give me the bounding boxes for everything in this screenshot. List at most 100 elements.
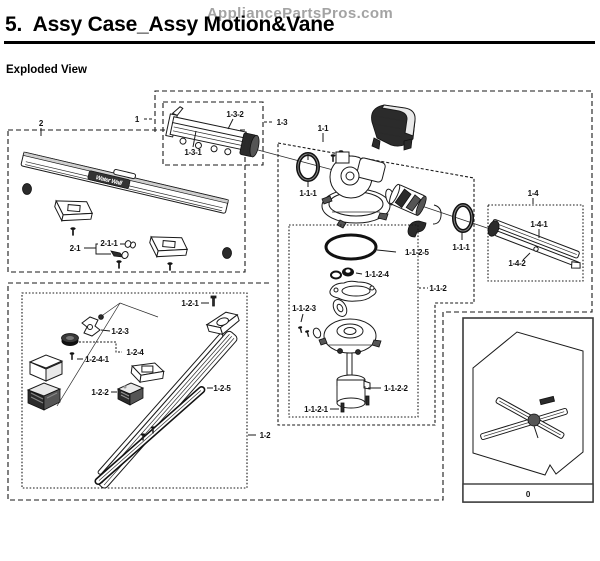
label-1-4-1: 1-4-1 <box>530 220 549 238</box>
svg-text:1: 1 <box>135 115 140 124</box>
svg-text:1-4: 1-4 <box>528 189 540 198</box>
location-thumbnail: 0 <box>462 317 594 503</box>
group-1-3-box <box>162 101 264 166</box>
svg-text:1-1-2-1: 1-1-2-1 <box>304 405 329 414</box>
svg-text:1-2: 1-2 <box>260 431 272 440</box>
label-1-2-1: 1-2-1 <box>181 295 217 308</box>
svg-text:1-1-2-2: 1-1-2-2 <box>384 384 409 393</box>
svg-text:1-2-1: 1-2-1 <box>181 299 199 308</box>
part-gasket-plate <box>329 280 377 302</box>
svg-text:1-3-2: 1-3-2 <box>226 110 244 119</box>
part-vane-rail: Water Wall <box>20 151 229 214</box>
svg-text:1-2-4: 1-2-4 <box>126 348 144 357</box>
part-guide-rail <box>487 219 581 269</box>
part-vane-endcap-left <box>22 183 32 195</box>
label-1-2-2: 1-2-2 <box>91 388 117 397</box>
group-1-2-box <box>21 292 248 489</box>
label-1-4-2: 1-4-2 <box>508 252 531 268</box>
zone-indicator: 0 <box>526 490 531 499</box>
part-small-oval <box>312 327 322 339</box>
label-1-3: 1-3 <box>264 118 288 127</box>
svg-text:1-3: 1-3 <box>277 118 289 127</box>
svg-text:1-1: 1-1 <box>318 124 330 133</box>
label-1-4: 1-4 <box>528 189 540 204</box>
part-vent-block <box>26 382 62 411</box>
label-1-1-1-right: 1-1-1 <box>452 232 471 252</box>
screw-icon <box>297 325 304 334</box>
label-1-1: 1-1 <box>318 124 330 142</box>
part-motor-cover <box>371 104 416 151</box>
svg-text:1-1-2-5: 1-1-2-5 <box>405 248 430 257</box>
part-vane-endcap-right <box>222 247 232 259</box>
label-1-1-2: 1-1-2 <box>419 284 448 293</box>
label-1: 1 <box>135 115 154 124</box>
group-1-box <box>7 90 593 501</box>
title-underline <box>4 41 595 44</box>
part-o-ring <box>324 233 378 261</box>
part-elbow <box>407 220 427 238</box>
svg-text:2-1-1: 2-1-1 <box>100 239 118 248</box>
tub-outline <box>472 331 584 476</box>
svg-text:1-1-2-3: 1-1-2-3 <box>292 304 317 313</box>
svg-text:1-1-2: 1-1-2 <box>429 284 447 293</box>
group-2-box <box>7 129 246 273</box>
label-1-1-2-3: 1-1-2-3 <box>292 304 317 323</box>
watermark: AppliancePartsPros.com <box>206 5 394 22</box>
part-bracket-clip <box>130 362 165 384</box>
label-1-2-5: 1-2-5 <box>207 384 232 393</box>
part-latch-block <box>116 382 145 406</box>
part-crescent <box>432 204 442 225</box>
label-1-3-1: 1-3-1 <box>184 130 203 157</box>
svg-text:1-4-1: 1-4-1 <box>530 220 548 229</box>
part-ring-left <box>296 152 320 182</box>
part-ring-right <box>452 203 474 233</box>
svg-text:1-2-4-1: 1-2-4-1 <box>85 355 110 364</box>
svg-text:1-1-1: 1-1-1 <box>299 189 317 198</box>
svg-text:1-2-5: 1-2-5 <box>213 384 231 393</box>
part-seal-strip <box>94 386 206 486</box>
group-1-4-box <box>487 204 584 282</box>
screw-icon <box>167 262 173 271</box>
screw-icon <box>70 227 76 236</box>
screw-icon <box>304 329 311 338</box>
label-1-1-1-left: 1-1-1 <box>299 181 318 198</box>
label-2: 2 <box>39 119 44 136</box>
label-1-1-2-1: 1-1-2-1 <box>304 395 370 414</box>
screw-icon <box>330 154 336 162</box>
group-1-1-box <box>277 142 475 426</box>
label-1-1-2-2: 1-1-2-2 <box>368 384 409 393</box>
part-grommet <box>61 333 79 346</box>
part-vane-clip-left <box>54 199 94 223</box>
label-1-2-4-1: 1-2-4-1 <box>69 352 110 364</box>
screw-icon <box>116 260 122 269</box>
part-holder-clip <box>81 316 101 337</box>
callout-2-1: 2-1 2-1-1 <box>70 239 136 269</box>
part-pump-housing <box>321 151 391 229</box>
part-duct <box>389 183 427 216</box>
svg-text:1-3-1: 1-3-1 <box>184 148 202 157</box>
svg-text:1-2-2: 1-2-2 <box>91 388 109 397</box>
svg-text:1-2-3: 1-2-3 <box>111 327 129 336</box>
label-1-2: 1-2 <box>248 431 271 440</box>
part-vane-clip-right <box>149 235 189 259</box>
section-heading: Exploded View <box>6 64 87 76</box>
svg-text:1-1-2-4: 1-1-2-4 <box>365 270 390 279</box>
svg-text:1-4-2: 1-4-2 <box>508 259 526 268</box>
part-pump-body <box>318 318 382 376</box>
explosion-guide-lines <box>56 302 159 407</box>
label-1-2-3: 1-2-3 <box>100 327 130 336</box>
page-title: 5. Assy Case_Assy Motion&Vane <box>5 13 335 36</box>
part-motor <box>336 374 371 409</box>
svg-text:2: 2 <box>39 119 44 128</box>
part-washers <box>330 267 354 280</box>
label-1-1-2-5: 1-1-2-5 <box>376 248 430 257</box>
part-foam-block <box>28 354 64 382</box>
label-1-3-2: 1-3-2 <box>226 110 245 130</box>
label-1-2-4: 1-2-4 <box>79 341 145 357</box>
thumbnail-assembly <box>480 395 568 441</box>
svg-text:2-1: 2-1 <box>70 244 82 253</box>
part-cam-oval-hole <box>336 303 344 313</box>
label-1-1-2-4: 1-1-2-4 <box>355 270 390 279</box>
